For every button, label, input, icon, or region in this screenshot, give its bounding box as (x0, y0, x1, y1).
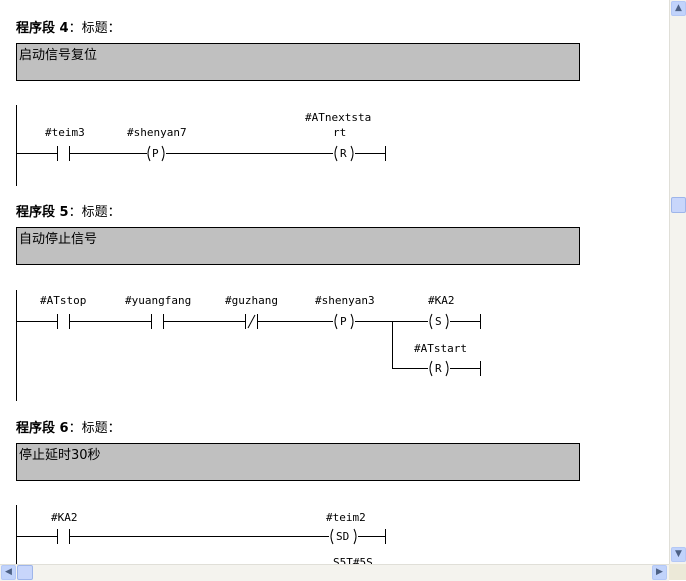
operand-label: #ATstart (414, 342, 467, 355)
network-6-rung (16, 505, 386, 564)
timer-value: S5T#5S (333, 556, 373, 564)
network-title-label: ：标题： (68, 421, 121, 436)
coil-p-shenyan7[interactable] (147, 145, 165, 162)
network-6-header: 程序段 6：标题： (16, 417, 121, 436)
ladder-diagram: #teim3 #shenyan7 P #ATnextsta rt R #ATst… (16, 105, 481, 564)
comment-text: 停止延时30秒 (19, 448, 101, 463)
contact-atstop[interactable] (57, 314, 70, 329)
coil-p-shenyan3[interactable] (334, 313, 354, 330)
network-label: 程序段 (16, 421, 56, 436)
chevron-left-icon: ◀ (5, 567, 12, 577)
scroll-left-button[interactable]: ◀ (1, 565, 16, 580)
network-number: 6 (59, 421, 69, 436)
vertical-scroll-thumb[interactable] (671, 197, 686, 213)
chevron-up-icon: ▲ (675, 3, 682, 13)
operand-label: #teim2 (326, 511, 366, 524)
scrollbar-corner (669, 564, 686, 580)
coil-letter: R (340, 147, 347, 160)
network-title-label: ：标题： (68, 21, 121, 36)
operand-label: #teim3 (45, 126, 85, 139)
contact-yuangfang[interactable] (151, 314, 164, 329)
operand-label: #shenyan7 (127, 126, 187, 139)
coil-sd-teim2[interactable] (330, 528, 357, 545)
chevron-down-icon: ▼ (675, 549, 682, 559)
network-5-rung (16, 290, 481, 401)
horizontal-scroll-thumb[interactable] (17, 565, 33, 580)
operand-label: #KA2 (51, 511, 78, 524)
network-6-comment[interactable]: 停止延时30秒 (16, 443, 580, 481)
comment-text: 启动信号复位 (19, 48, 98, 63)
coil-letter: R (435, 362, 442, 375)
network-4-comment[interactable]: 启动信号复位 (16, 43, 580, 81)
network-5-comment[interactable]: 自动停止信号 (16, 227, 580, 265)
scroll-up-button[interactable]: ▲ (671, 1, 686, 16)
network-5-header: 程序段 5：标题： (16, 201, 121, 220)
contact-ka2[interactable] (57, 529, 70, 544)
coil-letter: P (152, 147, 159, 160)
network-label: 程序段 (16, 205, 56, 220)
operand-label: #yuangfang (125, 294, 191, 307)
operand-label: rt (333, 126, 346, 139)
operand-label: #shenyan3 (315, 294, 375, 307)
contact-teim3[interactable] (57, 146, 70, 161)
network-number: 4 (59, 21, 69, 36)
coil-letter: P (340, 315, 347, 328)
coil-letter: SD (336, 530, 349, 543)
network-label: 程序段 (16, 21, 56, 36)
operand-label: #guzhang (225, 294, 278, 307)
network-number: 5 (59, 205, 69, 220)
coil-r-atnextstart[interactable] (334, 145, 354, 162)
horizontal-scrollbar[interactable]: ◀ ▶ (0, 564, 669, 581)
scroll-down-button[interactable]: ▼ (671, 547, 686, 562)
operand-label: #KA2 (428, 294, 455, 307)
network-4-header: 程序段 4：标题： (16, 17, 121, 36)
coil-r-atstart[interactable] (429, 360, 449, 377)
network-title-label: ：标题： (68, 205, 121, 220)
chevron-right-icon: ▶ (656, 567, 663, 577)
vertical-scrollbar[interactable]: ▲ ▼ (669, 0, 686, 564)
coil-letter: S (435, 315, 442, 328)
scroll-right-button[interactable]: ▶ (652, 565, 667, 580)
operand-label: #ATnextsta (305, 111, 371, 124)
network-4-rung (16, 105, 386, 186)
comment-text: 自动停止信号 (19, 232, 98, 247)
contact-nc-guzhang[interactable] (245, 314, 258, 329)
coil-s-ka2[interactable] (429, 313, 449, 330)
operand-label: #ATstop (40, 294, 86, 307)
